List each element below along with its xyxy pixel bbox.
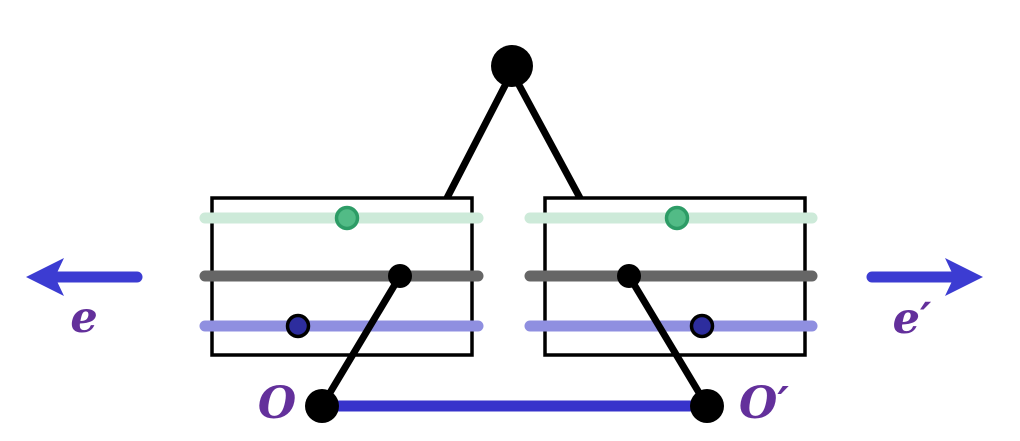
right-arrowhead-icon — [945, 258, 983, 296]
apex-node — [491, 45, 533, 87]
label-O-prime: O′ — [739, 378, 789, 429]
left-gray-line-node — [388, 264, 412, 288]
left-navy-dot — [285, 313, 311, 339]
right-node-to-O-prime-edge — [625, 274, 711, 408]
left-arrowhead-icon — [26, 258, 64, 296]
label-e: e — [70, 293, 97, 343]
apex-right-edge — [508, 70, 584, 200]
label-e-prime: e′ — [893, 294, 932, 344]
O-prime-node — [690, 389, 724, 423]
left-arrow — [26, 258, 143, 296]
right-navy-dot — [689, 313, 715, 339]
right-arrow — [866, 258, 983, 296]
right-green-dot — [664, 205, 690, 231]
O-node — [305, 389, 339, 423]
left-node-to-O-edge — [318, 274, 404, 408]
left-green-dot — [334, 205, 360, 231]
right-gray-line-node — [617, 264, 641, 288]
apex-left-edge — [443, 70, 516, 200]
label-O: O — [258, 378, 296, 429]
